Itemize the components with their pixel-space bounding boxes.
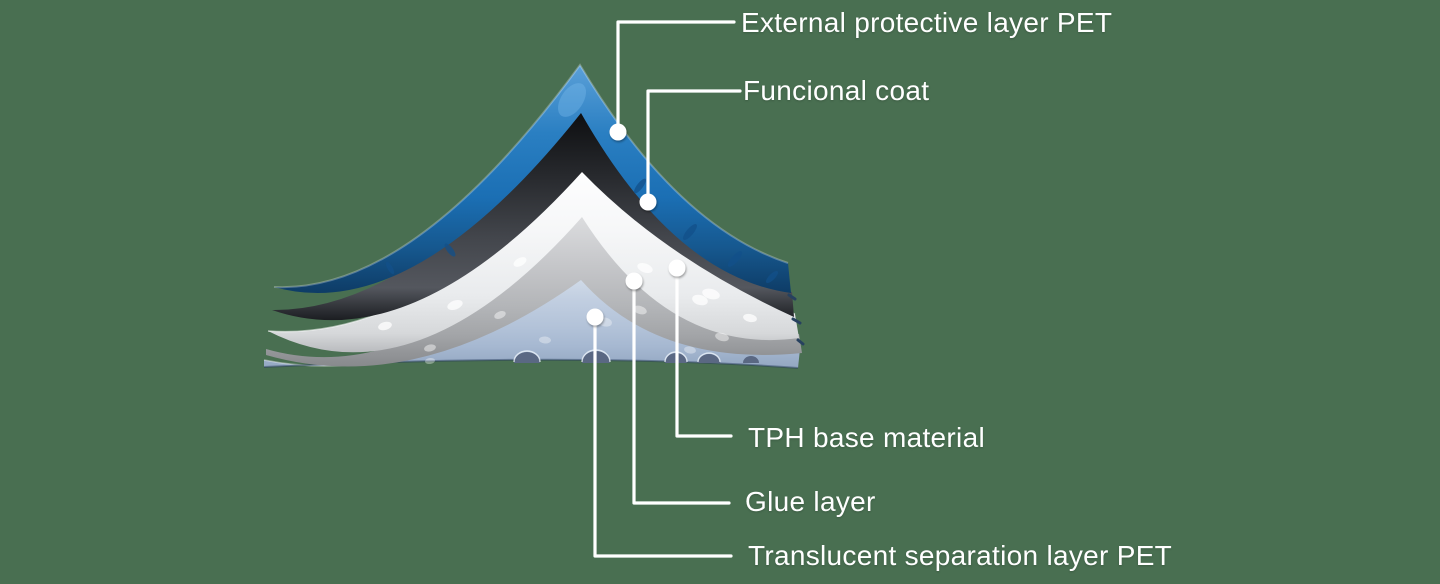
layer-glue	[266, 209, 802, 367]
layer-external-pet-body	[274, 65, 791, 294]
layer-stack	[263, 63, 805, 369]
leader-lines	[593, 20, 742, 558]
layer-external-pet-top-highlight	[273, 63, 789, 289]
layer-translucent-pet-body	[264, 269, 800, 368]
leader-dot-translucent-pet	[586, 308, 604, 326]
layer-external-pet	[273, 63, 791, 294]
leader-line-external-pet	[616, 20, 736, 134]
leader-dot-funcional-coat	[639, 193, 657, 211]
layer-external-pet-peak-sheen	[557, 83, 587, 117]
leader-dots	[586, 123, 686, 326]
right-end-shadows	[787, 293, 805, 346]
leader-line-tph-base	[675, 266, 733, 438]
layer-funcional-coat-body	[272, 104, 794, 321]
leader-line-funcional-coat	[646, 89, 742, 204]
layer-funcional-coat	[272, 104, 794, 321]
label-tph-base: TPH base material	[748, 422, 985, 453]
layer-glue-body	[266, 209, 802, 367]
blue-surface-ridges	[385, 178, 779, 284]
leader-line-translucent-pet	[593, 315, 733, 558]
surface-bumps	[378, 257, 757, 365]
label-glue-layer: Glue layer	[745, 486, 876, 517]
label-translucent-pet: Translucent separation layer PET	[748, 540, 1173, 571]
leader-dot-glue-layer	[625, 272, 643, 290]
leader-dot-external-pet	[609, 123, 627, 141]
label-external-pet: External protective layer PET	[741, 7, 1113, 38]
leader-dot-tph-base	[668, 259, 686, 277]
label-funcional-coat: Funcional coat	[743, 75, 930, 106]
leader-line-glue-layer	[632, 279, 731, 505]
